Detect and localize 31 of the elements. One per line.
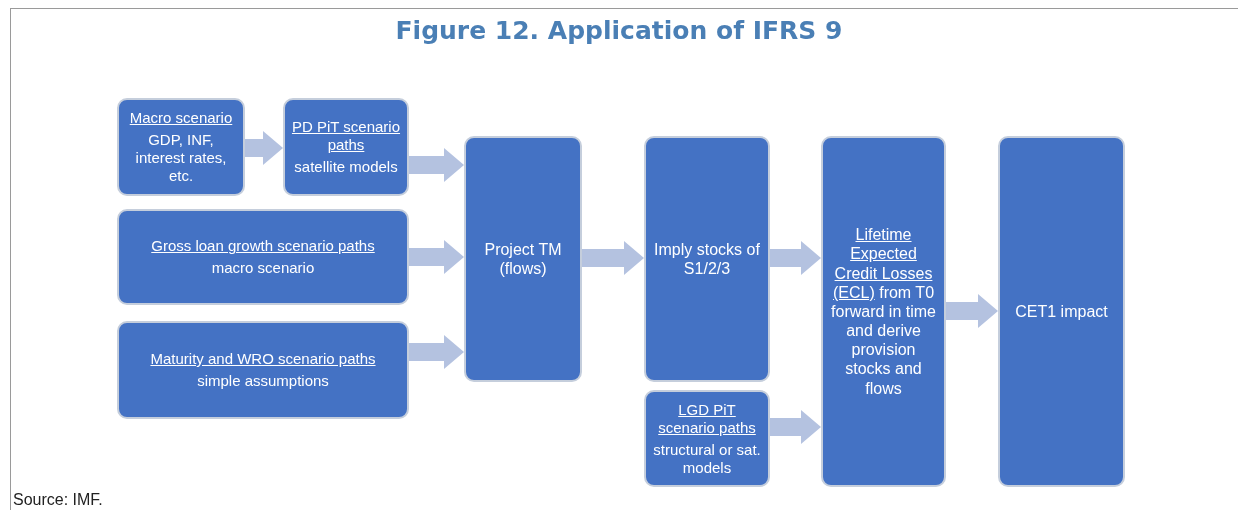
process-box	[117, 321, 409, 419]
block-arrow	[582, 241, 644, 275]
source-note: Source: IMF.	[13, 491, 103, 509]
box-text: Project TM (flows)	[483, 239, 563, 279]
box-text: Imply stocks of S1/2/3	[653, 239, 761, 279]
box-description: structural or sat. models	[652, 440, 762, 477]
block-arrow	[770, 241, 821, 275]
block-arrow	[409, 335, 464, 369]
box-description: macro scenario	[211, 259, 315, 277]
block-arrow	[409, 148, 464, 182]
box-heading: Maturity and WRO scenario paths	[150, 350, 376, 368]
process-box	[644, 136, 770, 382]
process-box	[283, 98, 409, 196]
process-box	[117, 209, 409, 305]
box-text: CET1 impact	[1015, 301, 1108, 322]
block-arrow	[770, 410, 821, 444]
figure-title: Figure 12. Application of IFRS 9	[395, 16, 843, 45]
box-description: simple assumptions	[197, 372, 329, 390]
process-box	[821, 136, 946, 487]
box-heading: Macro scenario	[129, 109, 233, 127]
process-box	[117, 98, 245, 196]
process-box	[644, 390, 770, 487]
block-arrow	[946, 294, 998, 328]
process-box	[998, 136, 1125, 487]
box-text: Lifetime Expected Credit Losses (ECL) from T0 forward in time and derive provision stocks and flows	[830, 225, 937, 398]
block-arrow	[409, 240, 464, 274]
box-heading: Gross loan growth scenario paths	[151, 237, 375, 255]
box-description: satellite models	[294, 158, 398, 176]
box-description: GDP, INF, interest rates, etc.	[134, 131, 228, 185]
block-arrow	[245, 131, 283, 165]
process-box	[464, 136, 582, 382]
